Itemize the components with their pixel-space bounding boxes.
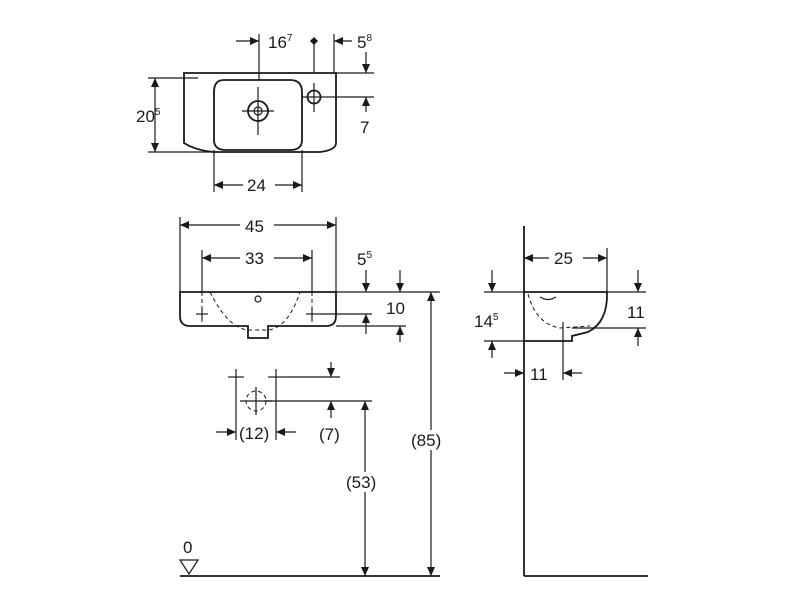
top-view: 167 58 205 7 24 <box>136 33 374 195</box>
front-bowl-hidden <box>209 291 301 331</box>
front-overflow <box>254 295 262 303</box>
overflow-offset-label: 58 <box>357 33 372 52</box>
top-view-bowl <box>213 79 303 151</box>
bracket-spacing-label: 33 <box>245 249 264 268</box>
front-bracket-right <box>306 308 318 320</box>
side-basin-outline <box>524 291 608 342</box>
front-bracket-left <box>196 308 208 320</box>
outlet-height-label: (53) <box>346 473 376 492</box>
levels: (85) 0 <box>178 292 452 577</box>
side-depth-label: 25 <box>554 249 573 268</box>
side-view: 25 145 11 11 <box>474 226 648 577</box>
front-basin-outline <box>179 291 337 339</box>
outlet-offset-label: (7) <box>319 425 340 444</box>
side-drain-height-label: 11 <box>627 303 645 322</box>
tap-offset-label: 167 <box>268 33 293 52</box>
bowl-width-label: 24 <box>247 176 266 195</box>
side-overflow <box>539 296 557 301</box>
rim-height-label: (85) <box>411 431 441 450</box>
side-height-label: 145 <box>474 312 499 331</box>
hole-offset-label: 7 <box>360 118 369 137</box>
top-view-basin-outline <box>183 72 337 153</box>
side-drain-offset-label: 11 <box>530 365 548 384</box>
side-bowl-hidden <box>527 293 591 329</box>
water-supply-left <box>228 369 244 385</box>
bracket-height-label: 10 <box>386 299 405 318</box>
top-depth-label: 205 <box>136 107 161 126</box>
water-supply-right <box>268 369 284 385</box>
front-view: 45 33 55 10 <box>179 215 440 342</box>
floor-level-marker <box>178 559 200 576</box>
floor-level-label: 0 <box>183 538 192 557</box>
overall-width-label: 45 <box>245 217 264 236</box>
wall-outlets: (12) (7) (53) <box>216 362 386 576</box>
rim-to-bracket-label: 55 <box>357 250 372 269</box>
outlet-spacing-label: (12) <box>239 424 269 443</box>
